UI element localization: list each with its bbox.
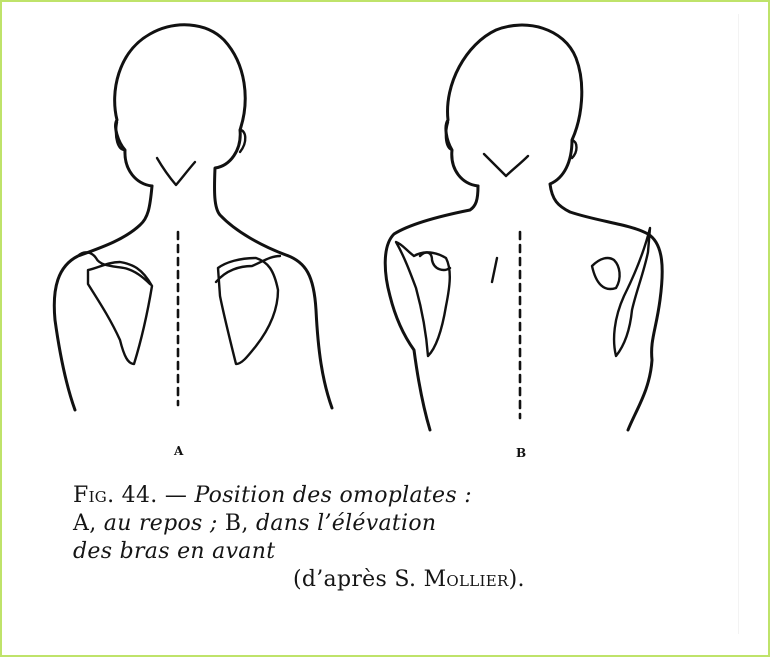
caption-part-b-text: dans l’élévation: [256, 511, 436, 536]
caption-credit-name: Mollier: [424, 567, 509, 592]
caption-fig-prefix: Fig. 44. —: [73, 483, 187, 508]
figure-a-left-outline: [54, 186, 152, 410]
figure-b-spine-mark: [492, 258, 497, 282]
figure-b-scapula-left: [396, 242, 450, 356]
caption-credit-open: (d’après S.: [293, 567, 416, 592]
caption-title: Position des omoplates :: [194, 483, 472, 508]
figure-b-back: [385, 25, 662, 430]
caption-line-1: Fig. 44. — Position des omoplates :: [73, 482, 633, 510]
caption-part-a-text: au repos ;: [104, 511, 218, 536]
figure-b-head-outline: [446, 25, 662, 430]
caption-line-3: des bras en avant: [73, 538, 633, 566]
caption-line-2: A, au repos ; B, dans l’élévation: [73, 510, 633, 538]
figure-a-back: [54, 25, 332, 410]
figure-b-scapula-right: [614, 228, 650, 356]
caption-credit-close: ).: [509, 567, 525, 592]
figure-b-left-outline: [385, 186, 478, 430]
figure-a-label: A: [174, 444, 183, 458]
figure-b-acromion-right: [592, 258, 620, 289]
figure-b-acromion-left: [420, 253, 450, 270]
figure-a-scapula-right: [218, 258, 278, 364]
caption-line-4: (d’après S. Mollier).: [73, 566, 633, 594]
caption-part-b-letter: B,: [225, 511, 249, 536]
caption-part-a-letter: A,: [73, 511, 96, 536]
figure-b-nape: [484, 154, 528, 176]
figure-a-nape: [157, 158, 195, 185]
figure-caption: Fig. 44. — Position des omoplates : A, a…: [73, 482, 633, 594]
figure-b-label: B: [516, 446, 526, 460]
